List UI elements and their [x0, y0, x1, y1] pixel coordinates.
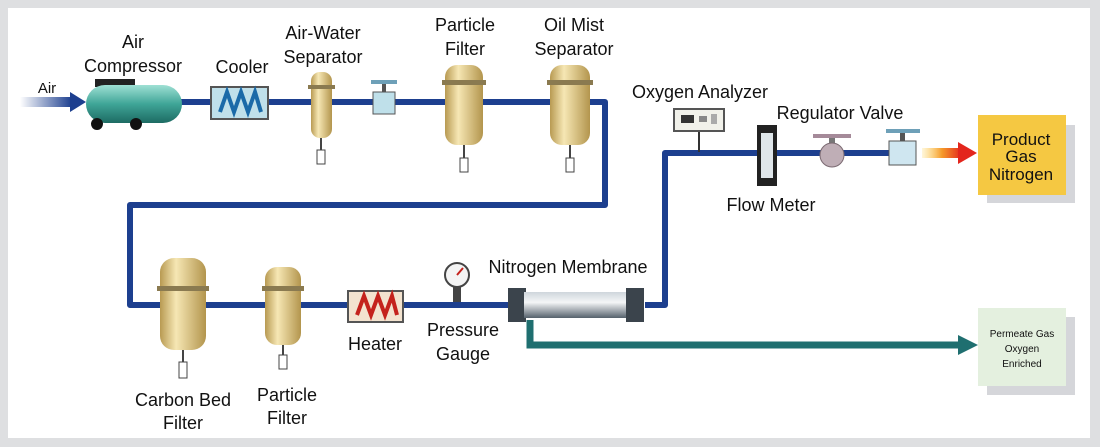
carbon-bed-filter-icon — [157, 258, 209, 379]
valve-icon[interactable] — [371, 80, 397, 115]
nitrogen-membrane-icon — [508, 288, 644, 322]
diagram-canvas — [8, 8, 1090, 438]
regulator-valve-label: Regulator Valve — [777, 103, 904, 123]
cooler-label: Cooler — [215, 57, 268, 77]
pressure-gauge-icon — [444, 262, 470, 302]
cooler-icon — [210, 85, 269, 120]
regulator-valve-icon[interactable] — [813, 134, 851, 168]
permeate-pipe — [526, 320, 960, 349]
heater-label: Heater — [348, 334, 402, 354]
oxygen-analyzer-icon — [673, 108, 725, 152]
oxygen-analyzer-label: Oxygen Analyzer — [632, 82, 768, 102]
air-inlet-arrowhead — [70, 92, 86, 112]
nitrogen-membrane-label: Nitrogen Membrane — [488, 257, 647, 277]
flow-meter-icon — [757, 125, 777, 186]
air-label: Air — [38, 80, 56, 97]
air-compressor-icon — [86, 79, 182, 130]
air-water-separator-icon — [308, 72, 335, 165]
product-gas-arrowhead — [958, 142, 977, 164]
heater-icon — [347, 289, 404, 323]
particle-filter-icon — [442, 65, 486, 173]
oil-mist-separator-icon — [547, 65, 593, 173]
permeate-arrowhead — [958, 335, 978, 355]
air-inlet-arrow — [20, 97, 72, 107]
particle-filter-bottom-icon — [262, 267, 304, 370]
product-gas-arrow — [922, 148, 962, 158]
flow-meter-label: Flow Meter — [726, 195, 815, 215]
outlet-valve-icon[interactable] — [886, 129, 920, 166]
